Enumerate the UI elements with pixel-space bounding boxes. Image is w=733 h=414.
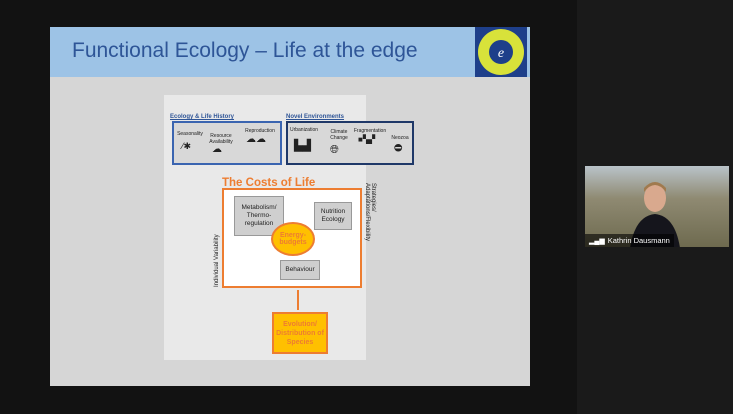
globe-icon: 🌐︎ [330,144,339,156]
city-icon: ▙▟ [294,140,311,152]
reproduction-label: Reproduction [245,128,275,134]
strategies-label: Strategies/ Adaptations/Flexibility [364,183,376,242]
participant-video[interactable]: ▂▄▆ Kathrin Dausmann [585,166,729,247]
shared-screen: Functional Ecology – Life at the edge e … [50,27,530,386]
costs-title: The Costs of Life [222,177,316,189]
climate-label: Climate Change [330,129,348,141]
down-arrow-icon [297,290,299,310]
energy-budgets-ellipse: Energy-budgets [271,222,315,256]
food-icon: ☁ [212,144,222,155]
svg-text:e: e [498,46,504,61]
ecology-energetics-logo: e [475,27,527,77]
novel-box: Urbanization Climate Change Fragmentatio… [286,121,414,165]
signal-bars-icon: ▂▄▆ [589,237,605,245]
slide-title: Functional Ecology – Life at the edge [72,39,418,62]
fragmentation-label: Fragmentation [353,128,387,134]
costs-of-life-diagram: Ecology & Life History Seasonality Resou… [164,95,414,360]
fragmentation-icon: ■▚▞ [358,135,376,144]
nest-icon: ☁☁ [246,134,266,145]
behaviour-box: Behaviour [280,260,320,280]
resource-label: Resource Availability [209,133,233,145]
participant-name-bar: ▂▄▆ Kathrin Dausmann [585,234,674,247]
eco-heading: Ecology & Life History [170,114,235,120]
individual-variability-label: Individual Variability [214,234,220,287]
urbanization-label: Urbanization [289,127,319,133]
slide-header: Functional Ecology – Life at the edge e [50,27,530,77]
eco-box: Seasonality Resource Availability Reprod… [172,121,282,165]
participant-name: Kathrin Dausmann [607,236,670,245]
seasonality-label: Seasonality [177,131,203,137]
snowflake-icon: ⁄✱ [182,141,192,151]
nutrition-box: Nutrition Ecology [314,202,352,230]
no-entry-icon: ⛔︎ [394,143,403,154]
slide: Functional Ecology – Life at the edge e … [50,27,530,386]
outcome-box: Evolution/ Distribution of Species [272,312,328,354]
neozoa-label: Neozoa [391,135,409,141]
novel-heading: Novel Environments [286,114,345,120]
costs-box: Metabolism/ Thermo-regulation Nutrition … [222,188,362,288]
